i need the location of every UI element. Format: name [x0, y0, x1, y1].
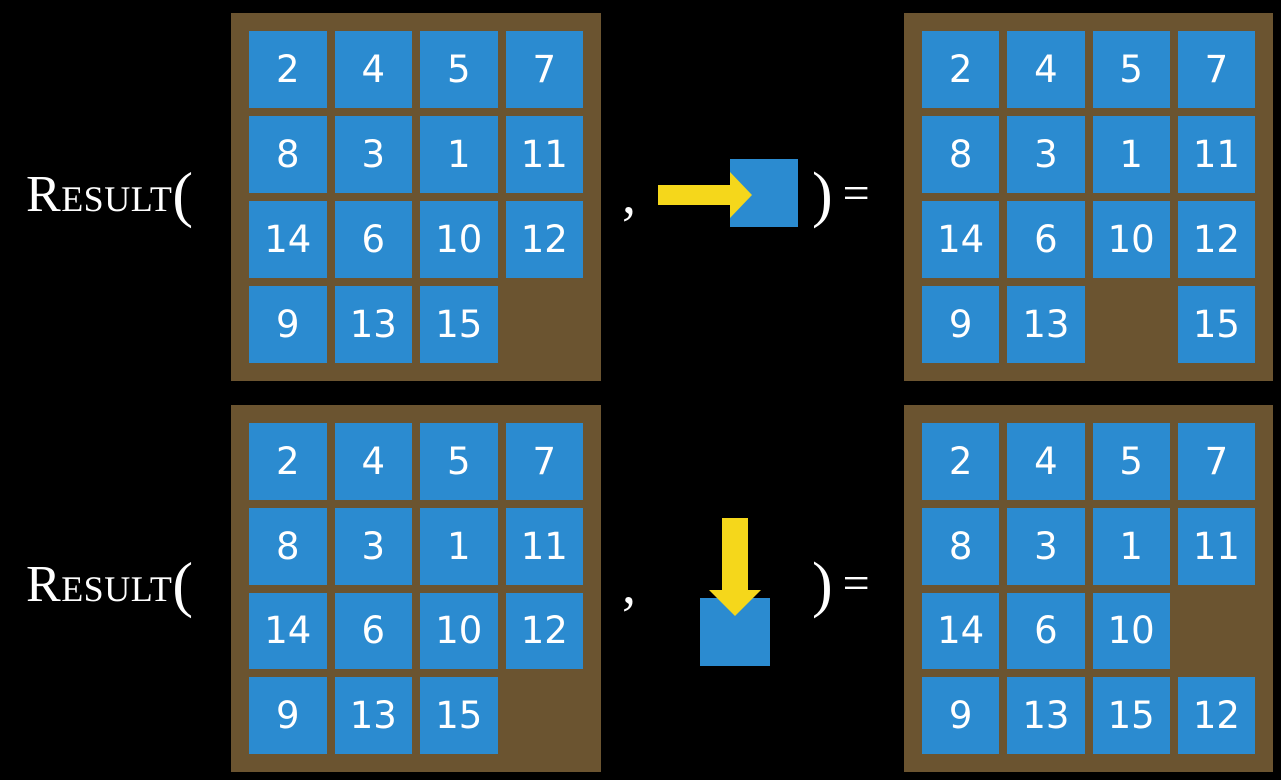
tile[interactable]: 12: [1177, 201, 1255, 278]
tile[interactable]: 4: [1007, 423, 1085, 500]
arrow-down-into-tile-icon: [700, 518, 770, 666]
tile[interactable]: 8: [922, 116, 1000, 193]
tile[interactable]: 3: [334, 507, 412, 585]
tile[interactable]: 3: [1007, 116, 1085, 193]
tile[interactable]: 15: [420, 286, 498, 363]
tile[interactable]: 12: [1177, 677, 1255, 754]
tile[interactable]: 1: [420, 507, 498, 585]
tile[interactable]: 8: [249, 116, 327, 193]
tile[interactable]: 1: [1092, 116, 1170, 193]
tile[interactable]: 8: [922, 507, 1000, 585]
blank-tile[interactable]: [1093, 286, 1170, 363]
tile[interactable]: 11: [505, 507, 583, 585]
tile[interactable]: 1: [1092, 507, 1170, 585]
tile[interactable]: 13: [1007, 677, 1085, 754]
result-label-first-letter: R: [26, 556, 62, 613]
close-paren-equals-row-1: )=: [812, 164, 870, 226]
tile[interactable]: 12: [505, 201, 583, 278]
tile[interactable]: 11: [1177, 507, 1255, 585]
tile[interactable]: 12: [505, 592, 583, 670]
tile[interactable]: 14: [922, 201, 1000, 278]
blank-tile[interactable]: [506, 677, 584, 754]
input-board-row-1[interactable]: 2 4 5 7 8 3 1 11 14 6 10 12 9 13 15: [231, 13, 601, 381]
equals-sign-row-2: =: [842, 557, 870, 610]
equation-row-1: Result( 2 4 5 7 8 3 1 11 14 6 10 12 9 13…: [26, 13, 1273, 381]
equation-row-2: Result( 2 4 5 7 8 3 1 11 14 6 10 12 9 13…: [0, 390, 1281, 780]
tile[interactable]: 14: [249, 201, 327, 278]
tile[interactable]: 2: [249, 423, 327, 500]
tile[interactable]: 4: [1007, 31, 1085, 108]
open-paren-row-1: (: [172, 161, 194, 229]
tile[interactable]: 9: [249, 286, 327, 363]
tile[interactable]: 6: [1007, 592, 1085, 670]
tile[interactable]: 7: [1177, 423, 1255, 500]
arrow-right-into-tile-icon: [658, 159, 798, 227]
tile[interactable]: 5: [420, 31, 498, 108]
tile[interactable]: 15: [1092, 677, 1170, 754]
move-action-row-1[interactable]: [652, 155, 802, 235]
tile[interactable]: 13: [334, 677, 412, 754]
tile[interactable]: 3: [1007, 507, 1085, 585]
tile[interactable]: 5: [1092, 31, 1170, 108]
blank-tile[interactable]: [1178, 593, 1255, 670]
tile[interactable]: 4: [334, 31, 412, 108]
tile[interactable]: 5: [420, 423, 498, 500]
tile[interactable]: 14: [922, 592, 1000, 670]
argument-separator-comma-row-1: ,: [622, 164, 636, 226]
result-function-label-row-1: Result(: [26, 164, 194, 226]
tile[interactable]: 2: [249, 31, 327, 108]
argument-separator-comma-row-2: ,: [622, 554, 636, 616]
tile[interactable]: 10: [420, 201, 498, 278]
tile[interactable]: 14: [249, 592, 327, 670]
output-board-row-1[interactable]: 2 4 5 7 8 3 1 11 14 6 10 12 9 13 15: [904, 13, 1273, 381]
tile[interactable]: 10: [420, 592, 498, 670]
result-label-rest: esult: [61, 166, 173, 223]
input-board-row-2[interactable]: 2 4 5 7 8 3 1 11 14 6 10 12 9 13 15: [231, 405, 601, 772]
tile[interactable]: 15: [420, 677, 498, 754]
tile[interactable]: 4: [334, 423, 412, 500]
result-label-rest: esult: [61, 556, 173, 613]
tile[interactable]: 6: [1007, 201, 1085, 278]
output-board-row-2[interactable]: 2 4 5 7 8 3 1 11 14 6 10 9 13 15 12: [904, 405, 1273, 772]
tile[interactable]: 10: [1092, 592, 1170, 670]
tile[interactable]: 13: [1007, 286, 1085, 363]
result-function-label-row-2: Result(: [26, 554, 194, 616]
tile[interactable]: 10: [1092, 201, 1170, 278]
tile[interactable]: 9: [922, 677, 1000, 754]
tile[interactable]: 3: [334, 116, 412, 193]
open-paren-row-2: (: [172, 551, 194, 619]
tile[interactable]: 11: [1177, 116, 1255, 193]
tile[interactable]: 7: [1177, 31, 1255, 108]
tile[interactable]: 2: [922, 423, 1000, 500]
tile[interactable]: 6: [334, 201, 412, 278]
equals-sign-row-1: =: [842, 167, 870, 220]
tile[interactable]: 7: [505, 31, 583, 108]
blank-tile[interactable]: [506, 286, 584, 363]
tile[interactable]: 2: [922, 31, 1000, 108]
tile[interactable]: 5: [1092, 423, 1170, 500]
result-label-first-letter: R: [26, 166, 62, 223]
tile[interactable]: 15: [1177, 286, 1255, 363]
tile[interactable]: 6: [334, 592, 412, 670]
tile[interactable]: 8: [249, 507, 327, 585]
tile[interactable]: 11: [505, 116, 583, 193]
tile[interactable]: 13: [334, 286, 412, 363]
close-paren-equals-row-2: )=: [812, 554, 870, 616]
tile[interactable]: 9: [922, 286, 1000, 363]
tile[interactable]: 1: [420, 116, 498, 193]
close-paren-row-1: ): [812, 161, 833, 229]
tile[interactable]: 9: [249, 677, 327, 754]
close-paren-row-2: ): [812, 551, 833, 619]
move-action-row-2[interactable]: [692, 500, 802, 670]
tile[interactable]: 7: [505, 423, 583, 500]
